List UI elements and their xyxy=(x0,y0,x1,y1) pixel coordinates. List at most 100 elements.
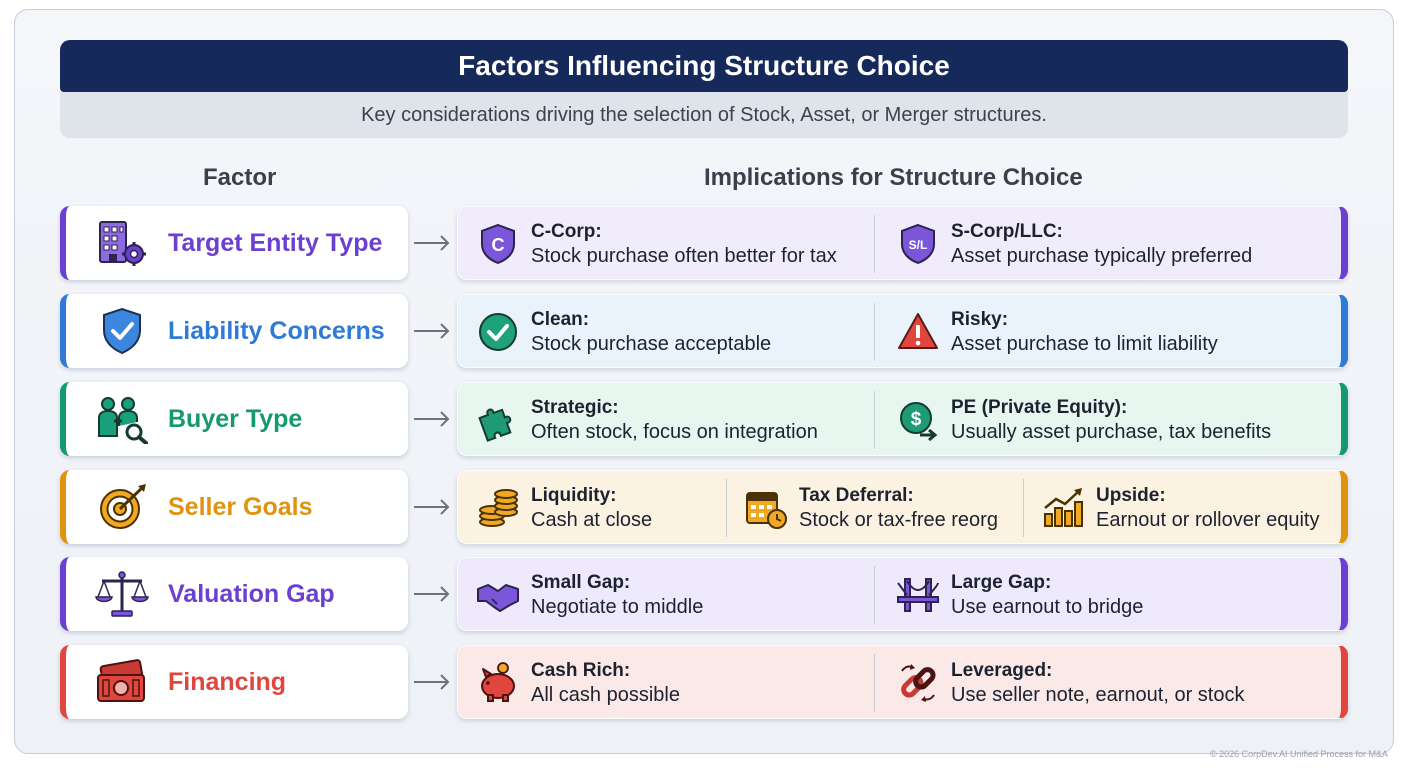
cell-description: Often stock, focus on integration xyxy=(531,421,818,443)
factor-card: Valuation Gap xyxy=(60,557,408,631)
implication-cell: Tax Deferral: Stock or tax-free reorg xyxy=(726,471,1022,543)
svg-text:S/L: S/L xyxy=(909,238,928,252)
cell-description: Usually asset purchase, tax benefits xyxy=(951,421,1272,443)
growth-chart-icon xyxy=(1044,488,1083,527)
implication-cell: S/L S-Corp/LLC: Asset purchase typically… xyxy=(878,207,1341,279)
implication-cell: Liquidity: Cash at close xyxy=(458,471,726,543)
factor-label: Liability Concerns xyxy=(168,316,385,345)
implication-card: Small Gap: Negotiate to middle Large Gap… xyxy=(457,557,1348,631)
arrow-icon xyxy=(414,674,450,690)
cell-title: Large Gap: xyxy=(951,572,1052,593)
cell-title: C-Corp: xyxy=(531,221,602,242)
svg-text:C: C xyxy=(492,235,505,255)
piggy-bank-icon xyxy=(481,662,515,702)
cell-title: S-Corp/LLC: xyxy=(951,221,1063,242)
implication-card: C C-Corp: Stock purchase often better fo… xyxy=(457,206,1348,280)
cell-title: Tax Deferral: xyxy=(799,485,914,506)
implication-card: Liquidity: Cash at close Tax Deferral: S… xyxy=(457,470,1348,544)
arrow-icon xyxy=(414,411,450,427)
implication-cell: Clean: Stock purchase acceptable xyxy=(458,295,874,367)
factor-card: Buyer Type xyxy=(60,382,408,456)
cell-title: Cash Rich: xyxy=(531,660,631,681)
divider xyxy=(874,215,875,273)
buyer-search-icon xyxy=(98,397,148,444)
cash-card-icon xyxy=(97,659,145,702)
cell-title: Upside: xyxy=(1096,485,1166,506)
target-arrow-icon xyxy=(100,484,146,529)
calendar-clock-icon xyxy=(746,492,787,529)
row-buyer-type: Buyer Type Strategic: Often stock, focus… xyxy=(0,382,1408,458)
arrow-icon xyxy=(414,323,450,339)
row-liability-concerns: Liability Concerns Clean: Stock purchase… xyxy=(0,294,1408,370)
factor-label: Valuation Gap xyxy=(168,579,335,608)
dollar-arrow-icon: $ xyxy=(900,402,938,442)
cell-description: Use seller note, earnout, or stock xyxy=(951,684,1245,706)
divider xyxy=(1023,479,1024,537)
implication-card: Strategic: Often stock, focus on integra… xyxy=(457,382,1348,456)
sl-shield-icon: S/L xyxy=(901,223,935,265)
implication-card: Clean: Stock purchase acceptable Risky: … xyxy=(457,294,1348,368)
cell-title: PE (Private Equity): xyxy=(951,397,1128,418)
cell-description: Stock or tax-free reorg xyxy=(799,509,998,531)
svg-text:$: $ xyxy=(911,409,922,430)
factor-label: Target Entity Type xyxy=(168,228,383,257)
implications-column-header: Implications for Structure Choice xyxy=(704,164,1083,191)
cell-description: Stock purchase often better for tax xyxy=(531,245,837,267)
implication-cell: Strategic: Often stock, focus on integra… xyxy=(458,383,874,455)
divider xyxy=(874,391,875,449)
row-seller-goals: Seller Goals Liquidity: Cash at close Ta xyxy=(0,470,1408,546)
row-target-entity-type: Target Entity Type C C-Corp: Stock purch… xyxy=(0,206,1408,282)
handshake-icon xyxy=(477,584,519,612)
arrow-icon xyxy=(414,235,450,251)
factor-card: Target Entity Type xyxy=(60,206,408,280)
factor-card: Seller Goals xyxy=(60,470,408,544)
divider xyxy=(874,303,875,361)
factor-label: Seller Goals xyxy=(168,492,313,521)
arrow-icon xyxy=(414,499,450,515)
cell-title: Strategic: xyxy=(531,397,619,418)
puzzle-icon xyxy=(478,408,512,442)
cell-description: Earnout or rollover equity xyxy=(1096,509,1320,531)
implication-cell: Large Gap: Use earnout to bridge xyxy=(878,558,1341,630)
cell-description: Asset purchase to limit liability xyxy=(951,333,1218,355)
implication-cell: Risky: Asset purchase to limit liability xyxy=(878,295,1341,367)
cell-description: Use earnout to bridge xyxy=(951,596,1144,618)
implication-cell: $ PE (Private Equity): Usually asset pur… xyxy=(878,383,1341,455)
cell-title: Clean: xyxy=(531,309,590,330)
implication-card: Cash Rich: All cash possible Leveraged: … xyxy=(457,645,1348,719)
page-subtitle: Key considerations driving the selection… xyxy=(60,92,1348,138)
factor-label: Buyer Type xyxy=(168,404,303,433)
chain-link-icon xyxy=(901,664,936,702)
bridge-icon xyxy=(897,578,939,612)
divider xyxy=(874,654,875,712)
balance-scale-icon xyxy=(95,571,149,617)
cell-title: Risky: xyxy=(951,309,1009,330)
cell-title: Leveraged: xyxy=(951,660,1053,681)
factor-card: Financing xyxy=(60,645,408,719)
row-valuation-gap: Valuation Gap Small Gap: Negotiate to mi… xyxy=(0,557,1408,633)
warning-triangle-icon xyxy=(898,313,938,349)
coin-stack-icon xyxy=(479,489,518,527)
implication-cell: Leveraged: Use seller note, earnout, or … xyxy=(878,646,1341,718)
cell-title: Liquidity: xyxy=(531,485,617,506)
cell-description: Stock purchase acceptable xyxy=(531,333,772,355)
implication-cell: Small Gap: Negotiate to middle xyxy=(458,558,874,630)
factor-label: Financing xyxy=(168,667,287,696)
implication-cell: Upside: Earnout or rollover equity xyxy=(1023,471,1341,543)
factor-column-header: Factor xyxy=(203,164,277,191)
row-financing: Financing Cash Rich: All cash possible xyxy=(0,645,1408,721)
cell-title: Small Gap: xyxy=(531,572,631,593)
arrow-icon xyxy=(414,586,450,602)
shield-check-icon xyxy=(103,307,141,355)
factor-card: Liability Concerns xyxy=(60,294,408,368)
cell-description: All cash possible xyxy=(531,684,680,706)
office-building-gear-icon xyxy=(99,221,146,266)
divider xyxy=(726,479,727,537)
copyright-footer: © 2026 CorpDev.AI Unified Process for M&… xyxy=(1209,749,1388,759)
implication-cell: C C-Corp: Stock purchase often better fo… xyxy=(458,207,874,279)
cell-description: Negotiate to middle xyxy=(531,596,704,618)
check-circle-icon xyxy=(479,313,517,351)
cell-description: Asset purchase typically preferred xyxy=(951,245,1253,267)
implication-cell: Cash Rich: All cash possible xyxy=(458,646,874,718)
page-title: Factors Influencing Structure Choice xyxy=(60,40,1348,92)
